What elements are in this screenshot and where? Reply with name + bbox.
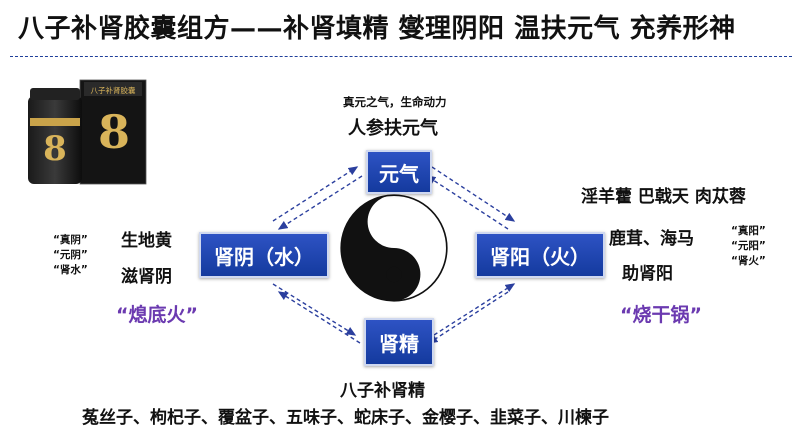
product-box-label: 八子补肾胶囊 xyxy=(91,85,136,95)
product-bottle-emblem: 8 xyxy=(43,129,67,169)
product-image: 八子补肾胶囊 8 8 xyxy=(28,79,147,185)
arrow-jing-to-yang xyxy=(433,283,516,336)
top-caption: 真元之气，生命动力 xyxy=(343,95,447,109)
top-herb: 人参扶元气 xyxy=(348,118,438,139)
left-quote-1: “真阴” xyxy=(53,234,88,246)
taiji-symbol xyxy=(340,194,448,302)
arrow-yuanqi-to-yang xyxy=(431,166,516,222)
product-box-emblem: 8 xyxy=(98,105,130,159)
node-yuanqi: 元气 xyxy=(366,150,432,194)
left-quote-3: “肾水” xyxy=(53,264,88,276)
right-quote-3: “肾火” xyxy=(731,255,766,267)
right-slogan: “烧干锅” xyxy=(620,304,702,326)
right-herb-3: 助肾阳 xyxy=(622,264,673,284)
arrow-yuanqi-to-yinyang xyxy=(277,175,363,230)
arrow-yang-to-yuanqi xyxy=(425,175,509,230)
right-herb-2: 鹿茸、海马 xyxy=(609,229,694,249)
node-shenyang: 肾阳（火） xyxy=(475,232,605,278)
left-quote-2: “元阴” xyxy=(53,249,88,261)
title-divider xyxy=(10,56,792,57)
left-herb-1: 生地黄 xyxy=(121,231,172,251)
bottom-name: 八子补肾精 xyxy=(340,381,425,401)
right-herbs-1: 淫羊藿 巴戟天 肉苁蓉 xyxy=(581,187,746,207)
node-shenjing: 肾精 xyxy=(364,318,434,366)
left-slogan: “熄底火” xyxy=(116,304,198,326)
bottom-seeds: 菟丝子、枸杞子、覆盆子、五味子、蛇床子、金樱子、韭菜子、川楝子 xyxy=(82,408,609,428)
arrow-yinyang-to-yuanqi xyxy=(272,166,359,222)
left-herb-2: 滋肾阴 xyxy=(121,267,172,287)
node-shenyin: 肾阴（水） xyxy=(199,232,329,278)
right-quote-1: “真阳” xyxy=(731,225,766,237)
arrow-yang-to-jing xyxy=(427,291,509,344)
page-title: 八子补肾胶囊组方——补肾填精 燮理阴阳 温扶元气 充养形神 xyxy=(18,14,736,44)
right-quote-2: “元阳” xyxy=(731,240,766,252)
arrow-jing-to-yin xyxy=(277,291,361,344)
